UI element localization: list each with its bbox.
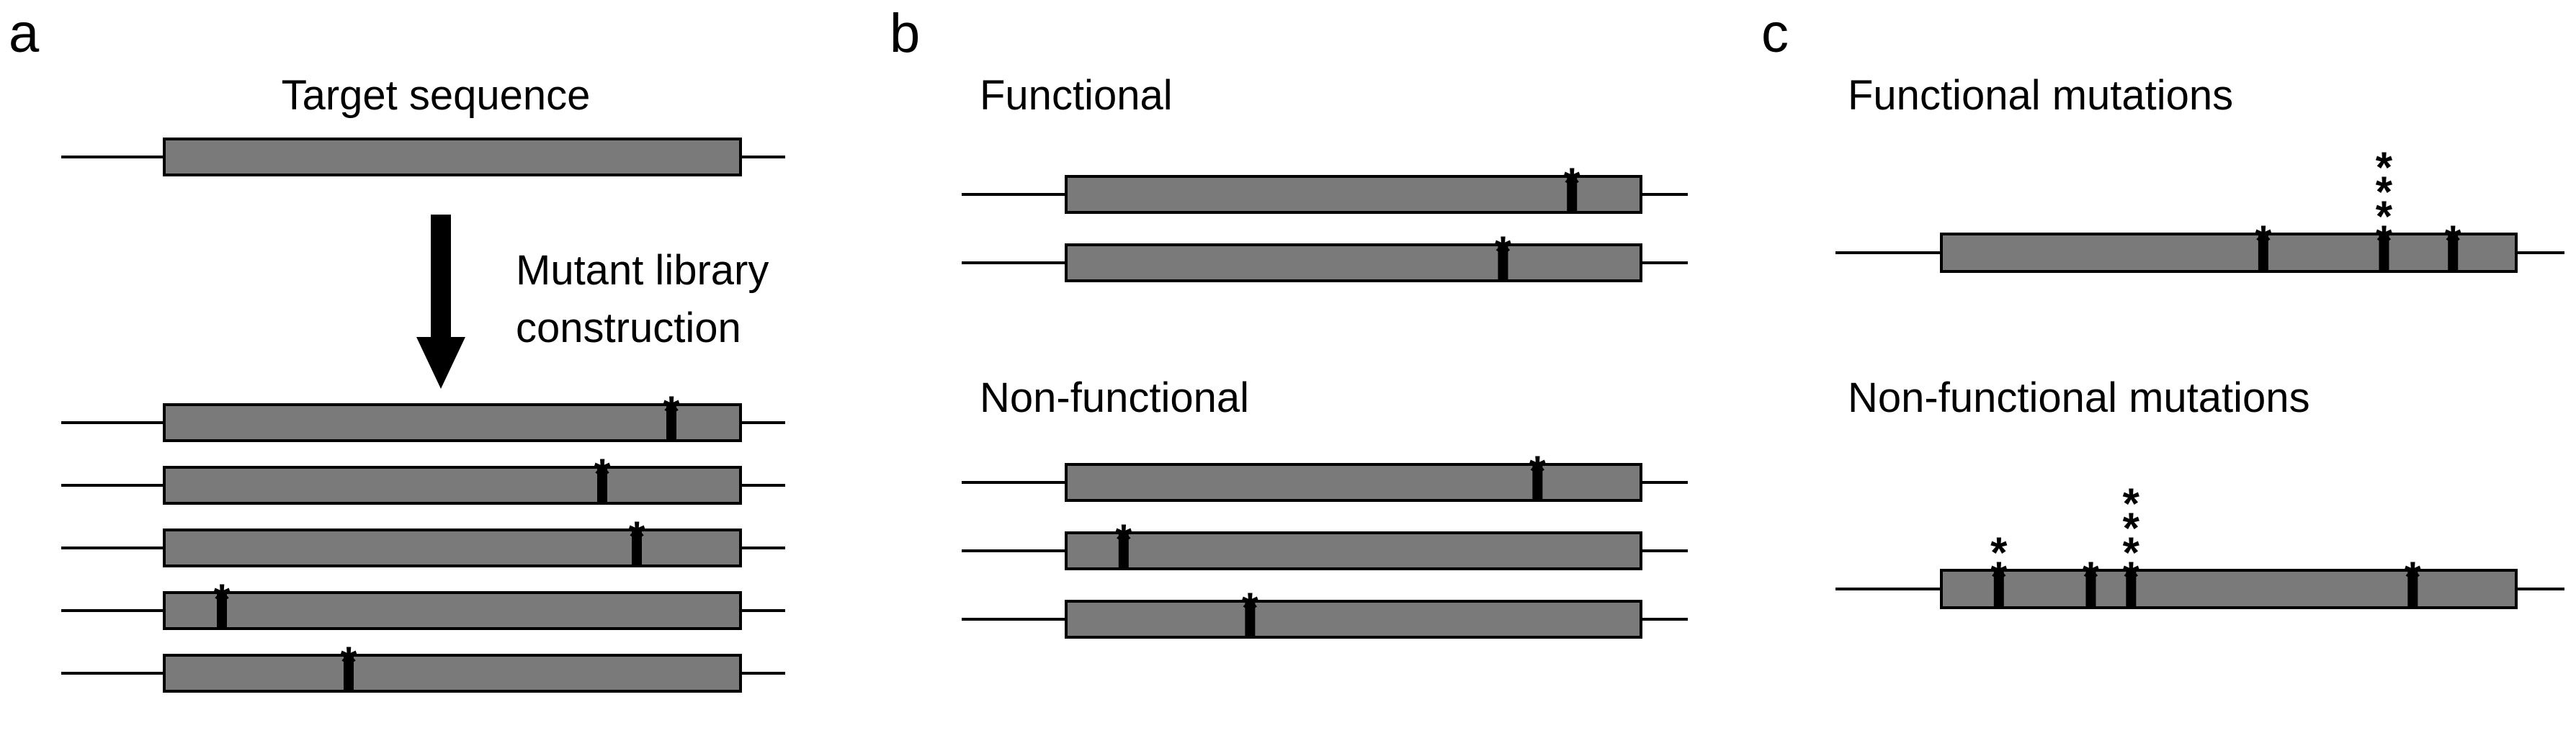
nonfunctional-mutations-summary: ******** xyxy=(1835,480,2564,609)
mutation-mark xyxy=(2448,234,2459,271)
mutation-star: * xyxy=(1990,553,2008,601)
nonfunctional-variants: * * * xyxy=(962,447,1688,639)
nonfunctional-title: Non-functional xyxy=(980,374,1249,421)
mutation-mark xyxy=(217,593,227,629)
sequence-construct: * xyxy=(962,159,1688,214)
sequence-construct: ****** xyxy=(1835,143,2564,273)
sequence-construct: * xyxy=(962,584,1688,639)
sequence-bar xyxy=(1065,463,1642,502)
mutation-mark xyxy=(2085,570,2096,608)
down-arrow xyxy=(416,215,465,389)
mutation-mark xyxy=(632,530,642,566)
sequence-construct: * xyxy=(61,450,785,505)
target-sequence xyxy=(61,138,785,176)
sequence-construct: ******** xyxy=(1835,480,2564,609)
sequence-construct: * xyxy=(962,447,1688,502)
mutation-mark xyxy=(1993,570,2004,608)
sequence-bar xyxy=(163,466,742,505)
mutation-star: * xyxy=(2376,143,2393,192)
sequence-bar xyxy=(163,138,742,176)
arrow-label-line1: Mutant library xyxy=(516,247,769,294)
sequence-bar xyxy=(1940,233,2518,273)
mutation-mark xyxy=(1245,601,1256,637)
mutation-star: * xyxy=(1495,228,1512,276)
mutation-star: * xyxy=(1990,529,2008,577)
nonfunctional-mutations-title: Non-functional mutations xyxy=(1848,374,2310,421)
panel-letter-a: a xyxy=(9,3,40,64)
mutation-star: * xyxy=(2123,529,2140,577)
mutation-mark xyxy=(666,405,676,441)
mutation-star: * xyxy=(1115,516,1132,564)
functional-mutations-summary: ****** xyxy=(1835,143,2564,273)
mutation-star: * xyxy=(340,638,357,686)
sequence-bar xyxy=(1065,175,1642,214)
target-sequence-title: Target sequence xyxy=(282,72,591,119)
mutation-star: * xyxy=(2376,192,2393,240)
panel-a: a Target sequence Mutant library constru… xyxy=(9,3,785,693)
mutation-star: * xyxy=(2255,217,2272,265)
sequence-bar xyxy=(163,654,742,693)
mutation-mark xyxy=(2407,570,2418,608)
sequence-bar xyxy=(1065,531,1642,570)
mutation-mark xyxy=(1532,464,1543,500)
mutation-mark xyxy=(597,467,607,503)
mutation-star: * xyxy=(2123,480,2140,528)
sequence-bar xyxy=(163,529,742,567)
sequence-construct: * xyxy=(61,638,785,693)
mutation-star: * xyxy=(628,513,645,561)
sequence-construct: * xyxy=(61,387,785,442)
mutation-star: * xyxy=(1564,159,1581,207)
mutation-star: * xyxy=(2445,217,2462,265)
mutant-library: * * * * * xyxy=(61,387,785,693)
mutation-star: * xyxy=(1529,447,1547,495)
sequence-bar xyxy=(163,403,742,442)
functional-mutations-title: Functional mutations xyxy=(1848,72,2233,119)
mutation-mark xyxy=(1498,245,1508,281)
mutation-star: * xyxy=(2123,504,2140,552)
mutation-star: * xyxy=(1242,584,1259,632)
panel-letter-b: b xyxy=(890,3,920,64)
sequence-construct: * xyxy=(962,228,1688,282)
panel-letter-c: c xyxy=(1761,3,1789,64)
mutation-mark xyxy=(1118,533,1129,569)
mutation-star: * xyxy=(663,387,680,436)
mutation-mark xyxy=(2258,234,2268,271)
panel-b: b Functional ** Non-functional *** xyxy=(890,3,1688,639)
mutation-star: * xyxy=(2405,553,2422,601)
sequence-bar xyxy=(1065,600,1642,639)
mutation-star: * xyxy=(2376,217,2393,265)
mutation-star: * xyxy=(213,575,231,624)
sequence-construct: * xyxy=(61,513,785,567)
mutation-star: * xyxy=(594,450,611,498)
arrow-label-line2: construction xyxy=(516,305,741,351)
mutation-star: * xyxy=(2123,553,2140,601)
sequence-construct: * xyxy=(61,575,785,630)
mutation-mark xyxy=(2126,570,2137,608)
functional-title: Functional xyxy=(980,72,1173,119)
mutation-star: * xyxy=(2083,553,2100,601)
mutation-star: * xyxy=(2376,168,2393,216)
mutation-mark xyxy=(1567,176,1578,212)
sequence-bar xyxy=(1065,243,1642,282)
sequence-bar xyxy=(1940,569,2518,609)
panel-c: c Functional mutations ****** Non-functi… xyxy=(1761,3,2564,609)
mutation-mark xyxy=(2379,234,2389,271)
sequence-construct xyxy=(61,138,785,176)
sequence-construct: * xyxy=(962,516,1688,570)
mutation-mark xyxy=(344,655,354,691)
functional-variants: ** xyxy=(962,159,1688,282)
sequence-bar xyxy=(163,591,742,630)
